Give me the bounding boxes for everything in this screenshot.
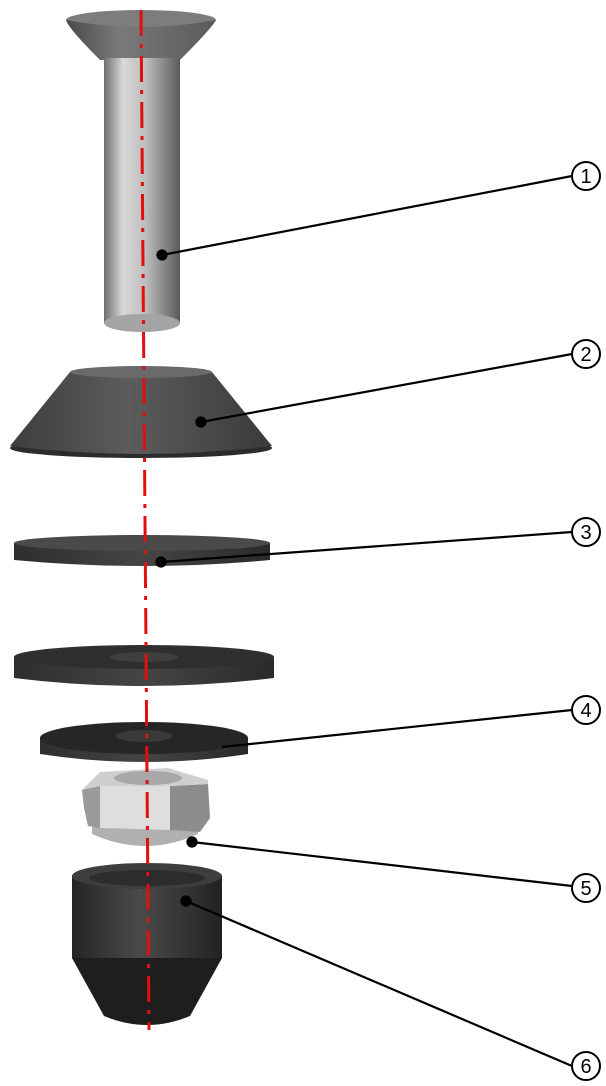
callout-1: 1 xyxy=(571,161,601,191)
hex-nut-face-front xyxy=(100,786,170,830)
callout-circle-5 xyxy=(571,873,601,903)
callout-3: 3 xyxy=(571,517,601,547)
hex-nut-side-right xyxy=(170,784,210,832)
callout-number-3: 3 xyxy=(580,522,591,544)
flat-washer xyxy=(40,722,248,762)
callout-number-1: 1 xyxy=(580,166,591,188)
hex-nut-side-left xyxy=(82,784,100,828)
bolt-shaft xyxy=(104,58,180,323)
leader-dot-1 xyxy=(156,249,168,261)
leader-dot-6 xyxy=(180,895,192,907)
leader-dot-2 xyxy=(195,416,207,428)
flat-washer-hole xyxy=(116,730,172,742)
callout-number-4: 4 xyxy=(580,700,591,722)
leader-line-6 xyxy=(185,899,573,1068)
flat-washer-wide xyxy=(14,645,274,686)
hex-nut xyxy=(82,768,210,846)
leader-line-2 xyxy=(200,352,573,424)
nut-cap-inner xyxy=(89,870,205,886)
callout-6: 6 xyxy=(571,1051,601,1081)
callout-circle-2 xyxy=(571,339,601,369)
callout-2: 2 xyxy=(571,339,601,369)
leader-dot-3 xyxy=(155,556,167,568)
bolt-head-cone xyxy=(66,20,216,60)
leader-line-4 xyxy=(221,708,573,749)
leader-lines xyxy=(155,174,573,1068)
callout-circle-4 xyxy=(571,695,601,725)
callout-number-5: 5 xyxy=(580,878,591,900)
flat-washer-wide-hole xyxy=(110,652,178,662)
callout-5: 5 xyxy=(571,873,601,903)
conical-washer-body xyxy=(10,372,272,454)
nut-cap-cone xyxy=(72,958,222,1025)
leader-line-3 xyxy=(160,530,573,564)
callout-4: 4 xyxy=(571,695,601,725)
callout-circle-6 xyxy=(571,1051,601,1081)
callout-circle-1 xyxy=(571,161,601,191)
leader-line-1 xyxy=(161,174,573,257)
hex-nut-bore xyxy=(114,771,182,785)
flat-washer-thin xyxy=(14,535,270,566)
conical-washer-top xyxy=(70,366,212,378)
callout-circle-3 xyxy=(571,517,601,547)
conical-washer xyxy=(10,366,272,458)
leader-line-5 xyxy=(191,840,573,888)
leader-dot-5 xyxy=(186,836,198,848)
callout-number-6: 6 xyxy=(580,1056,591,1078)
flat-washer-thin-top xyxy=(14,535,270,551)
center-axis-line xyxy=(139,9,151,1031)
callout-number-2: 2 xyxy=(580,344,591,366)
